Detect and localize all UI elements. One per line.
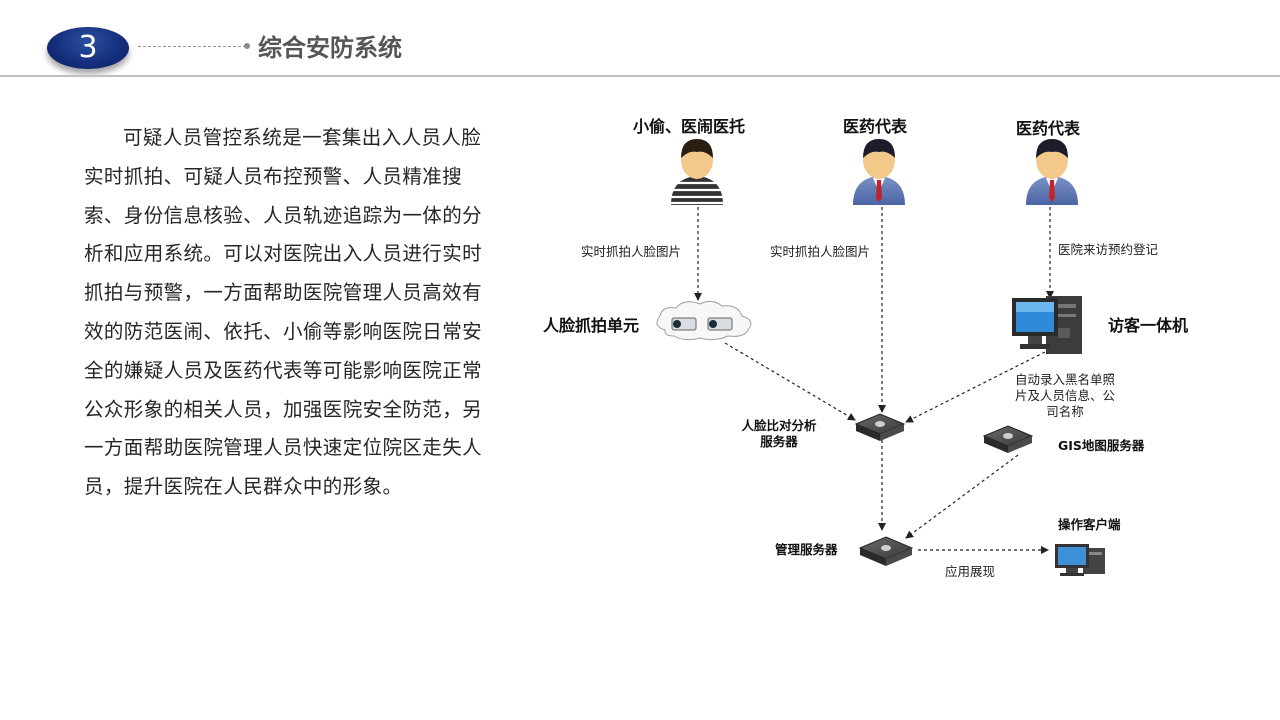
blacklist-line-2: 片及人员信息、公 — [1014, 388, 1115, 403]
blacklist-line-1: 自动录入黑名单照 — [1014, 372, 1115, 387]
node-label-visitor-kiosk: 访客一体机 — [1108, 316, 1189, 335]
gis-server-icon — [982, 425, 1034, 453]
face-compare-line-2: 服务器 — [760, 434, 798, 449]
face-compare-line-1: 人脸比对分析 — [741, 418, 817, 433]
management-server-icon — [858, 536, 914, 566]
edge-label-capture-1: 实时抓拍人脸图片 — [581, 244, 682, 259]
edge-label-visitor-register: 医院来访预约登记 — [1058, 242, 1159, 257]
header-divider — [0, 75, 1280, 77]
edge-kiosk-to-compare — [905, 351, 1046, 423]
edge-label-display: 应用展现 — [945, 564, 996, 579]
page-title: 综合安防系统 — [258, 34, 402, 62]
blacklist-line-3: 司名称 — [1046, 404, 1084, 419]
rep-person-icon-2 — [1026, 139, 1078, 205]
header-dash-line — [138, 46, 246, 47]
edge-label-capture-2: 实时抓拍人脸图片 — [770, 244, 871, 259]
body-paragraph: 可疑人员管控系统是一套集出入人员人脸实时抓拍、可疑人员布控预警、人员精准搜索、身… — [84, 126, 483, 499]
person-label-rep-2: 医药代表 — [1016, 119, 1081, 138]
node-label-client: 操作客户端 — [1058, 517, 1121, 532]
node-label-management-server: 管理服务器 — [775, 542, 838, 557]
section-number-badge: 3 — [47, 27, 129, 69]
edge-label-blacklist: 自动录入黑名单照 片及人员信息、公 司名称 — [1006, 372, 1124, 420]
node-label-gis-server: GIS地图服务器 — [1058, 438, 1145, 453]
edge-capture-to-compare — [724, 342, 856, 421]
client-workstation-icon — [1055, 544, 1105, 576]
edge-gis-to-mgmt — [905, 454, 1019, 539]
rep-person-icon-1 — [853, 139, 905, 205]
face-compare-server-icon — [854, 413, 906, 441]
person-label-rep-1: 医药代表 — [843, 117, 908, 136]
person-label-thief: 小偷、医闹医托 — [633, 117, 746, 136]
visitor-kiosk-icon — [1012, 296, 1082, 354]
face-capture-cloud-icon — [656, 300, 752, 341]
node-label-face-capture-unit: 人脸抓拍单元 — [543, 316, 640, 335]
header-dash-dot — [244, 43, 250, 49]
node-label-face-compare: 人脸比对分析 服务器 — [736, 418, 822, 450]
thief-person-icon — [671, 139, 723, 205]
